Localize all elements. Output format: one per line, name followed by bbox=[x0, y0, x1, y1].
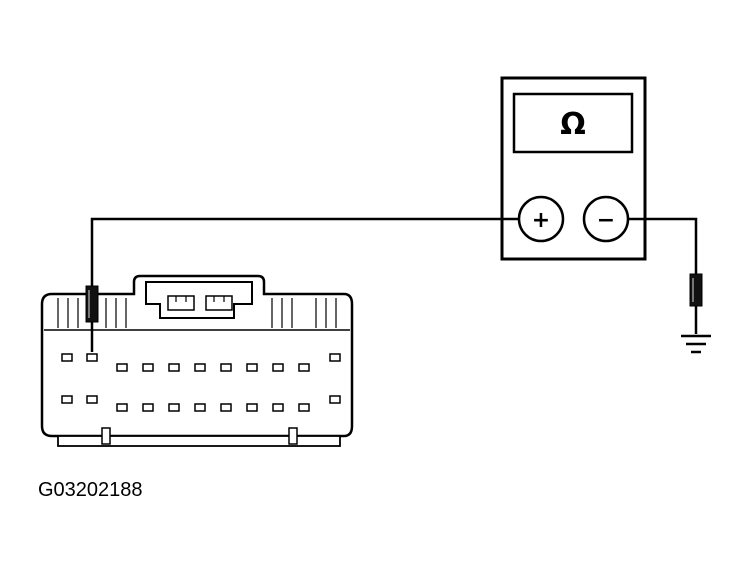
ground-probe bbox=[689, 273, 703, 334]
ohmmeter: Ω + − bbox=[500, 76, 647, 261]
pin-cavity bbox=[272, 403, 284, 412]
ground-symbol-icon bbox=[681, 334, 711, 354]
connector-pins bbox=[61, 353, 341, 412]
pin-cavity bbox=[246, 363, 258, 372]
connector bbox=[40, 274, 354, 447]
positive-terminal-label: + bbox=[532, 208, 550, 233]
pin-cavity bbox=[194, 403, 206, 412]
pin-cavity bbox=[329, 353, 341, 362]
pin-cavity bbox=[86, 353, 98, 362]
pin-cavity bbox=[142, 403, 154, 412]
pin-cavity bbox=[142, 363, 154, 372]
pin-cavity bbox=[220, 363, 232, 372]
pin-cavity bbox=[116, 403, 128, 412]
pin-cavity bbox=[61, 353, 73, 362]
pin-cavity bbox=[61, 395, 73, 404]
pin-cavity bbox=[86, 395, 98, 404]
pin-cavity bbox=[194, 363, 206, 372]
pin-cavity bbox=[168, 363, 180, 372]
pin-cavity bbox=[168, 403, 180, 412]
ohm-symbol: Ω bbox=[560, 107, 586, 142]
meter-display bbox=[512, 92, 634, 154]
pin-cavity bbox=[246, 403, 258, 412]
pin-cavity bbox=[329, 395, 341, 404]
pin-cavity bbox=[220, 403, 232, 412]
pin-cavity bbox=[298, 403, 310, 412]
positive-test-lead bbox=[90, 217, 519, 288]
test-probe-icon bbox=[85, 285, 99, 352]
negative-test-lead bbox=[628, 217, 698, 276]
negative-terminal-label: − bbox=[597, 208, 615, 233]
pin-cavity bbox=[272, 363, 284, 372]
figure-id: G03202188 bbox=[38, 479, 143, 501]
pin-cavity bbox=[298, 363, 310, 372]
pin-cavity bbox=[116, 363, 128, 372]
